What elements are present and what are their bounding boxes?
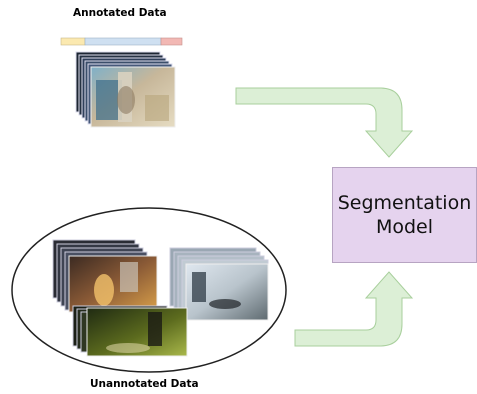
annotation-bar: [60, 37, 183, 46]
segmentation-model-box: Segmentation Model: [332, 167, 477, 263]
unannotated-data-label: Unannotated Data: [90, 378, 199, 390]
model-title-line-2: Model: [375, 216, 434, 238]
arrow-right-up-icon: [294, 271, 414, 347]
annotated-frame-stack: [75, 51, 176, 128]
annotation-segment-1: [60, 37, 86, 46]
arrow-right-down-icon: [235, 87, 414, 158]
video-frame-stack-icon: [75, 51, 176, 128]
unannotated-data-ellipse: [11, 207, 287, 373]
annotation-segment-3: [160, 37, 183, 46]
annotated-data-label: Annotated Data: [73, 7, 167, 19]
annotation-segment-2: [84, 37, 162, 46]
unannotated-frame-stack-1: [52, 239, 158, 313]
unannotated-frame-stack-3: [72, 305, 188, 357]
unannotated-frame-stack-2: [169, 247, 269, 321]
model-title-line-1: Segmentation: [337, 192, 472, 214]
